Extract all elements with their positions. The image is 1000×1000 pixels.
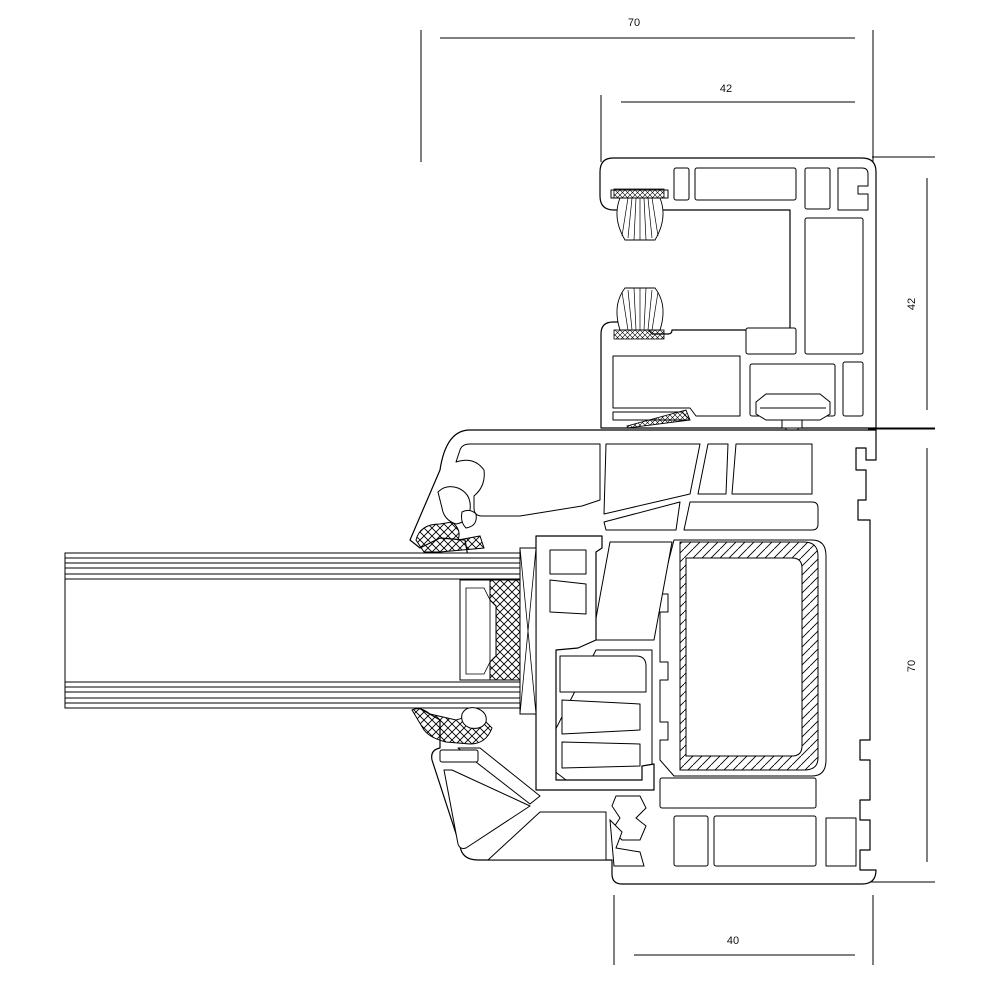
dimension-right-upper: 42 — [906, 298, 918, 310]
brush-seal-top — [613, 188, 665, 241]
dimension-top-inner: 42 — [720, 83, 732, 95]
dimension-bottom: 40 — [727, 935, 739, 947]
glazing-bead — [535, 535, 655, 791]
frame-profile — [409, 429, 877, 885]
glazing-gasket-outer — [415, 486, 485, 553]
sash-profile — [599, 157, 877, 429]
dimension-top-outer: 70 — [628, 17, 640, 29]
wedge-gasket — [626, 409, 691, 429]
insulated-glass-unit — [64, 547, 537, 715]
dimension-right-lower: 70 — [906, 660, 918, 672]
drain-clip — [609, 795, 647, 867]
glazing-gasket-inner — [411, 707, 493, 763]
dimension-lines — [420, 30, 935, 965]
brush-seal-bottom — [613, 287, 665, 340]
